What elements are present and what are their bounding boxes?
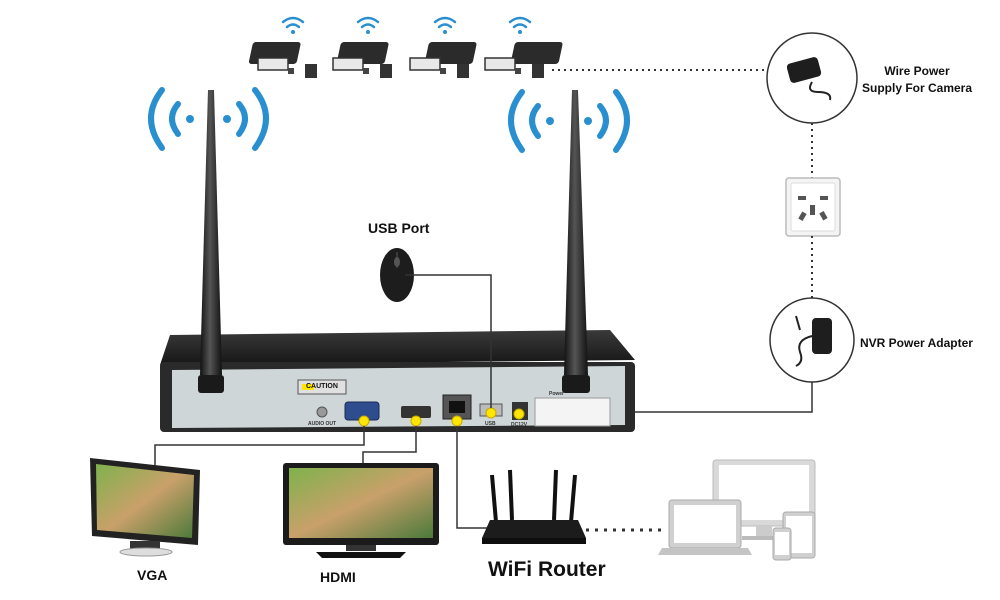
power-panel-label: Power [549,391,565,397]
camera-icon [248,42,317,78]
mouse-icon [380,248,414,302]
camera-group [248,16,563,78]
monitor-icon [283,463,439,558]
antenna-icon [562,90,590,393]
wifi-icon [508,89,630,153]
usb-port-label: USB Port [368,220,430,236]
dc12v-label: DC12V [511,422,528,428]
lan-cable [456,426,490,529]
devices-group [658,459,816,561]
power-adapter-icon [786,57,832,101]
camera-icon [332,42,392,78]
hdmi-label: HDMI [320,569,356,585]
wifi-router-label: WiFi Router [488,558,606,581]
camera-power-supply [766,32,858,124]
laptop-icon [658,499,752,555]
usb-panel-label: USB [485,421,496,427]
power-adapter-icon [795,315,832,367]
camera-icon [484,42,563,78]
wire-power-label-line1: Wire Power [884,64,950,78]
usb-cable [405,274,492,408]
hdmi-cable [362,426,417,470]
vga-label: VGA [137,567,168,583]
wire-power-label-line2: Supply For Camera [861,81,973,95]
connector-markers [358,407,525,427]
monitor-icon [90,458,200,557]
nvr-power-adapter-label: NVR Power Adapter [860,336,973,350]
vga-cable [154,426,365,468]
audio-out-label: AUDIO OUT [308,421,337,427]
caution-label: CAUTION [306,383,338,390]
power-socket-icon [785,177,841,237]
camera-icon [409,42,477,78]
wifi-icon [148,87,269,151]
antenna-icon [198,90,224,393]
phone-icon [772,527,792,561]
router-icon [482,469,586,544]
wifi-icon [281,16,532,34]
nvr-power-adapter [769,297,855,383]
wire-power-label: Wire Power Supply For Camera [858,63,976,97]
nvr-power-cable [600,382,813,413]
